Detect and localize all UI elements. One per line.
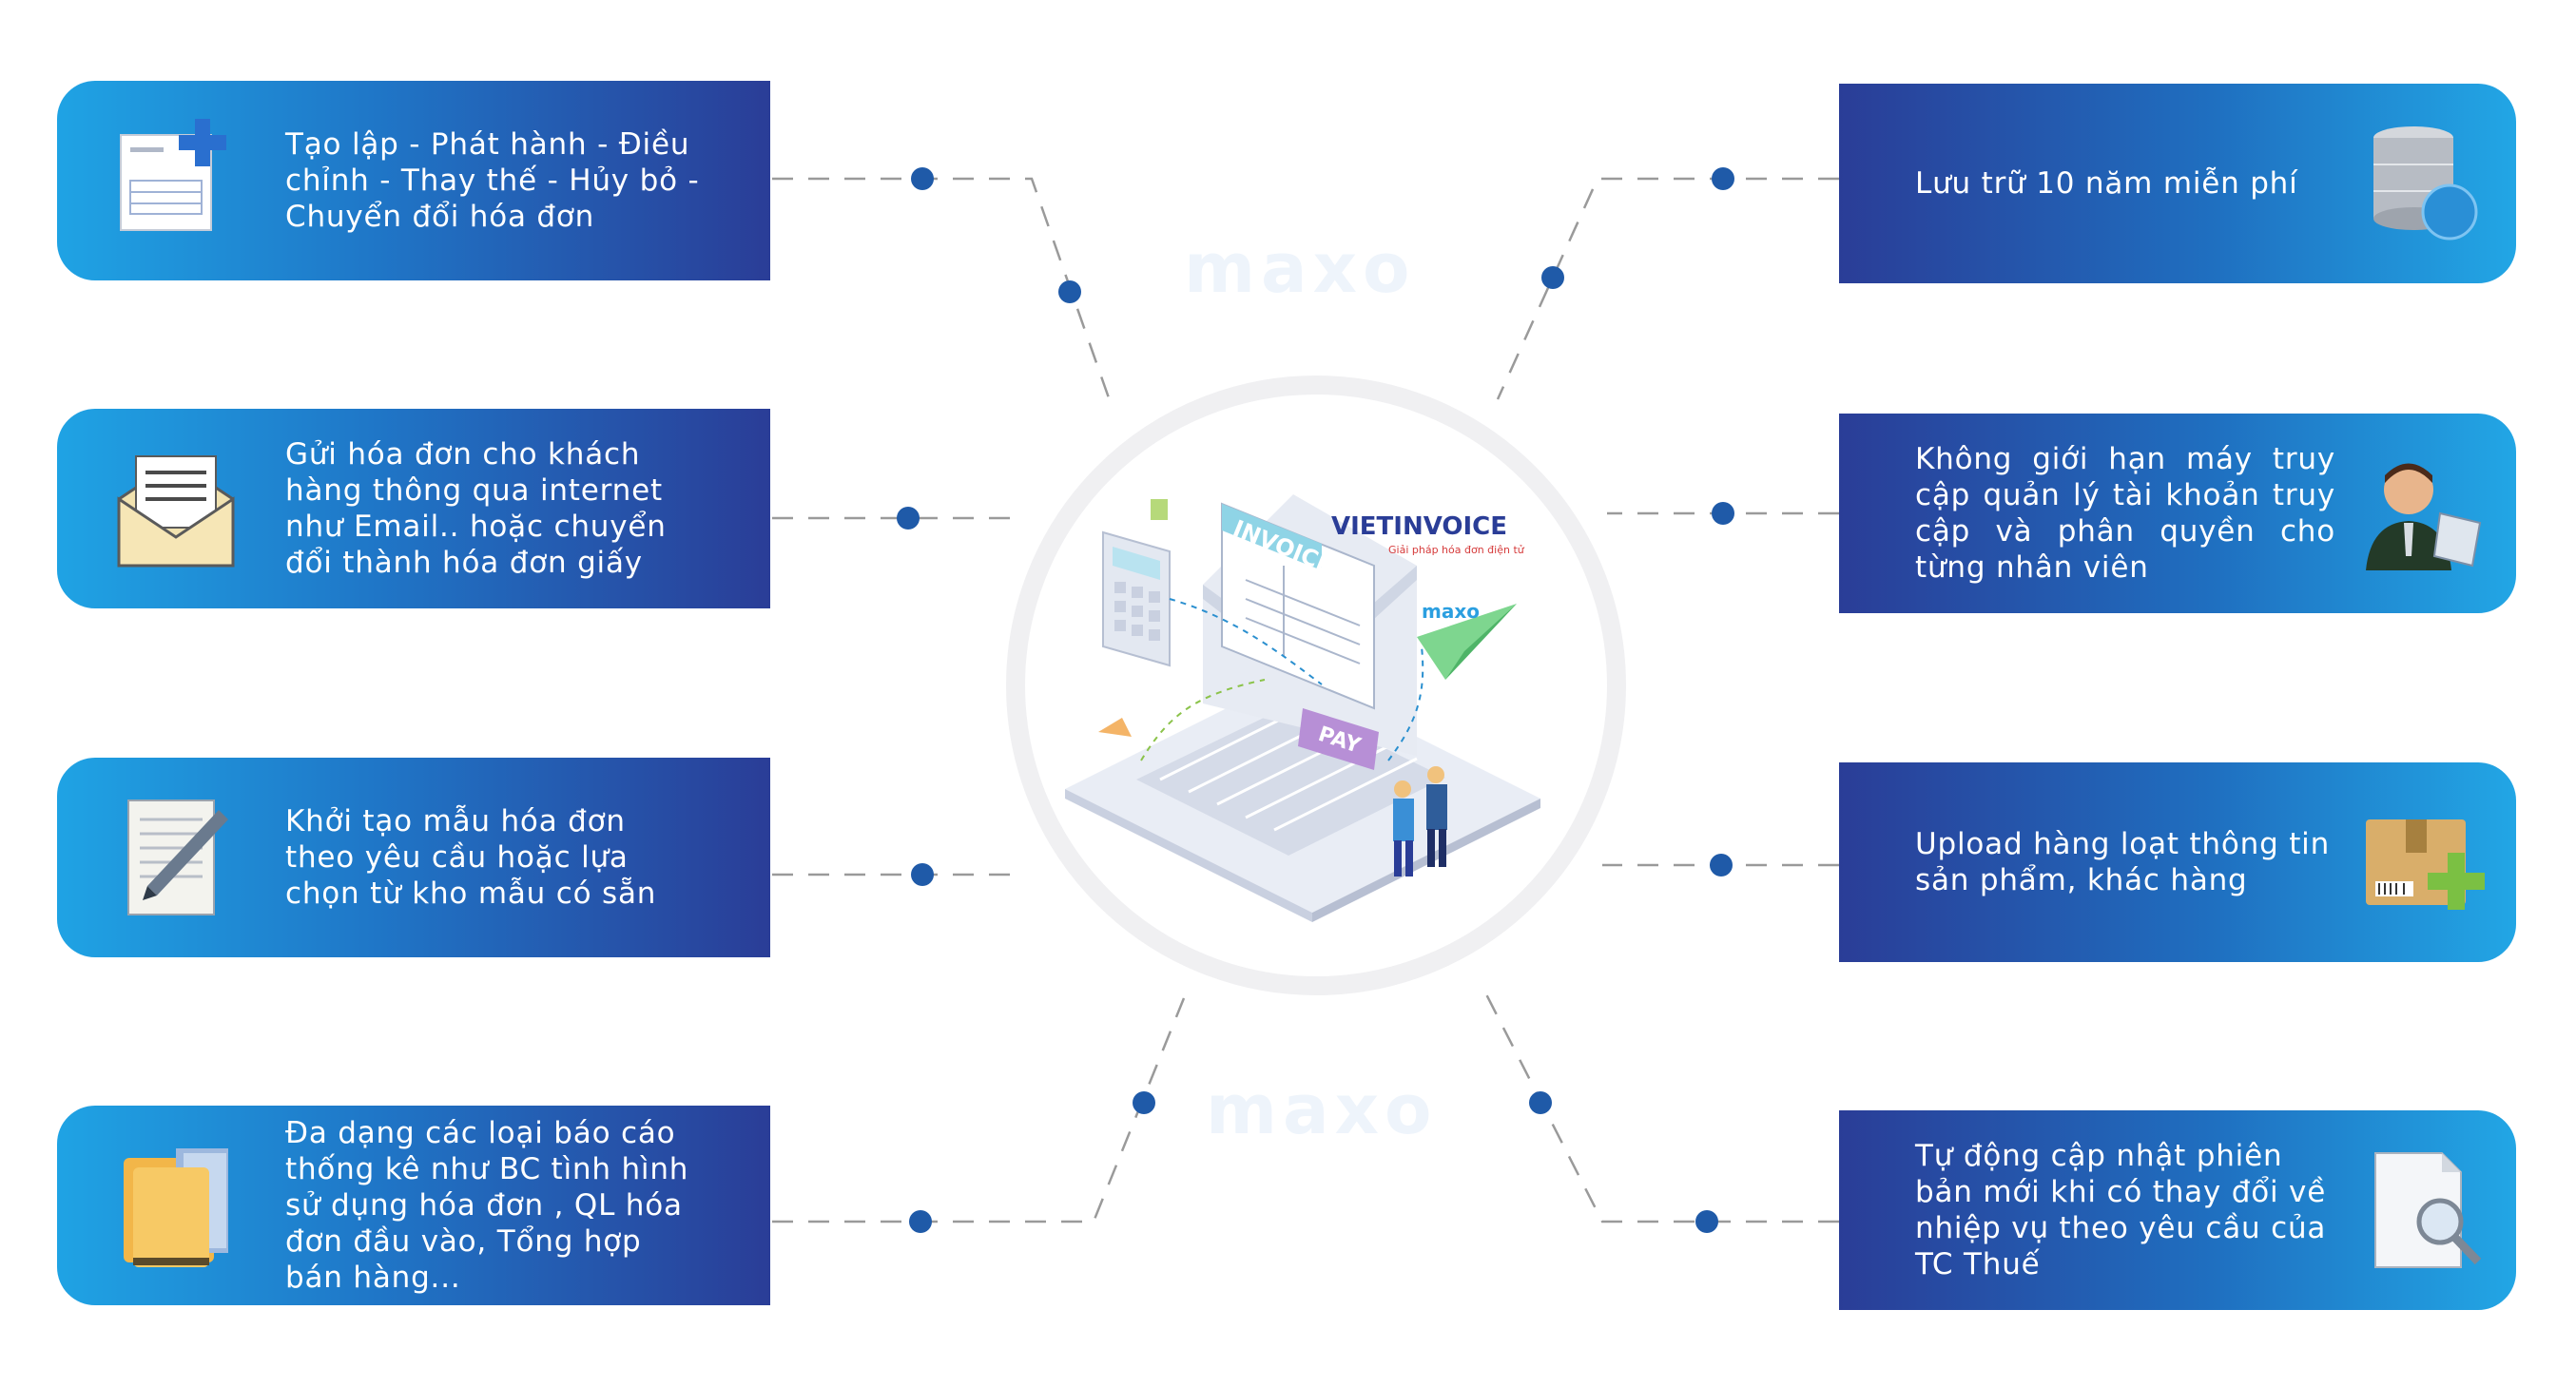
feature-card-access: Không giới hạn máy truy cập quản lý tài … — [1839, 414, 2516, 613]
connector-dot — [897, 507, 920, 530]
connector-dot — [1058, 280, 1081, 303]
feature-card-reports: Đa dạng các loại báo cáo thống kê như BC… — [57, 1106, 770, 1305]
box-add-icon — [2366, 819, 2485, 910]
center-illustration: INVOICE PAY maxo VIETINVOICE Giải pháp h… — [1065, 494, 1540, 922]
feature-text: Gửi hóa đơn cho khách hàng thông qua int… — [285, 437, 667, 580]
user-manager-icon — [2366, 463, 2482, 570]
plane-label: maxo — [1422, 600, 1480, 623]
pen-document-icon — [127, 799, 228, 915]
feature-text: Không giới hạn máy truy cập quản lý tài … — [1915, 442, 2335, 585]
connector-dot — [909, 1210, 932, 1233]
envelope-icon — [117, 455, 235, 568]
folder-icon — [124, 1148, 228, 1267]
connector-dot — [1712, 502, 1734, 525]
connector-dot — [1695, 1210, 1718, 1233]
watermark-bottom: maxo — [1206, 1069, 1438, 1149]
feature-card-upload: Upload hàng loạt thông tin sản phẩm, khá… — [1839, 762, 2516, 962]
connector-dot — [1529, 1091, 1552, 1114]
feature-text: Upload hàng loạt thông tin sản phẩm, khá… — [1915, 827, 2331, 897]
database-globe-icon — [2373, 126, 2478, 241]
brand-tagline: Giải pháp hóa đơn điện tử — [1388, 544, 1525, 556]
feature-card-create: Tạo lập - Phát hành - Điều chỉnh - Thay … — [57, 81, 770, 280]
brand-logo: VIETINVOICE — [1331, 512, 1507, 541]
document-search-icon — [2374, 1152, 2482, 1268]
feature-card-update: Tự động cập nhật phiên bản mới khi có th… — [1839, 1110, 2516, 1310]
watermark-top: maxo — [1184, 228, 1416, 308]
feature-card-storage: Lưu trữ 10 năm miễn phí — [1839, 84, 2516, 283]
feature-card-template: Khởi tạo mẫu hóa đơn theo yêu cầu hoặc l… — [57, 758, 770, 957]
connector-dot — [911, 167, 934, 190]
connector-dot — [1712, 167, 1734, 190]
invoice-create-icon — [120, 119, 226, 231]
feature-text: Đa dạng các loại báo cáo thống kê như BC… — [285, 1116, 689, 1295]
connector-dot — [911, 863, 934, 886]
feature-card-send: Gửi hóa đơn cho khách hàng thông qua int… — [57, 409, 770, 608]
feature-text: Tự động cập nhật phiên bản mới khi có th… — [1915, 1139, 2327, 1281]
connector-dot — [1710, 854, 1733, 877]
feature-text: Khởi tạo mẫu hóa đơn theo yêu cầu hoặc l… — [285, 804, 657, 911]
feature-text: Lưu trữ 10 năm miễn phí — [1915, 166, 2298, 201]
connector-dot — [1133, 1091, 1155, 1114]
connector-dot — [1541, 266, 1564, 289]
feature-text: Tạo lập - Phát hành - Điều chỉnh - Thay … — [285, 127, 700, 234]
